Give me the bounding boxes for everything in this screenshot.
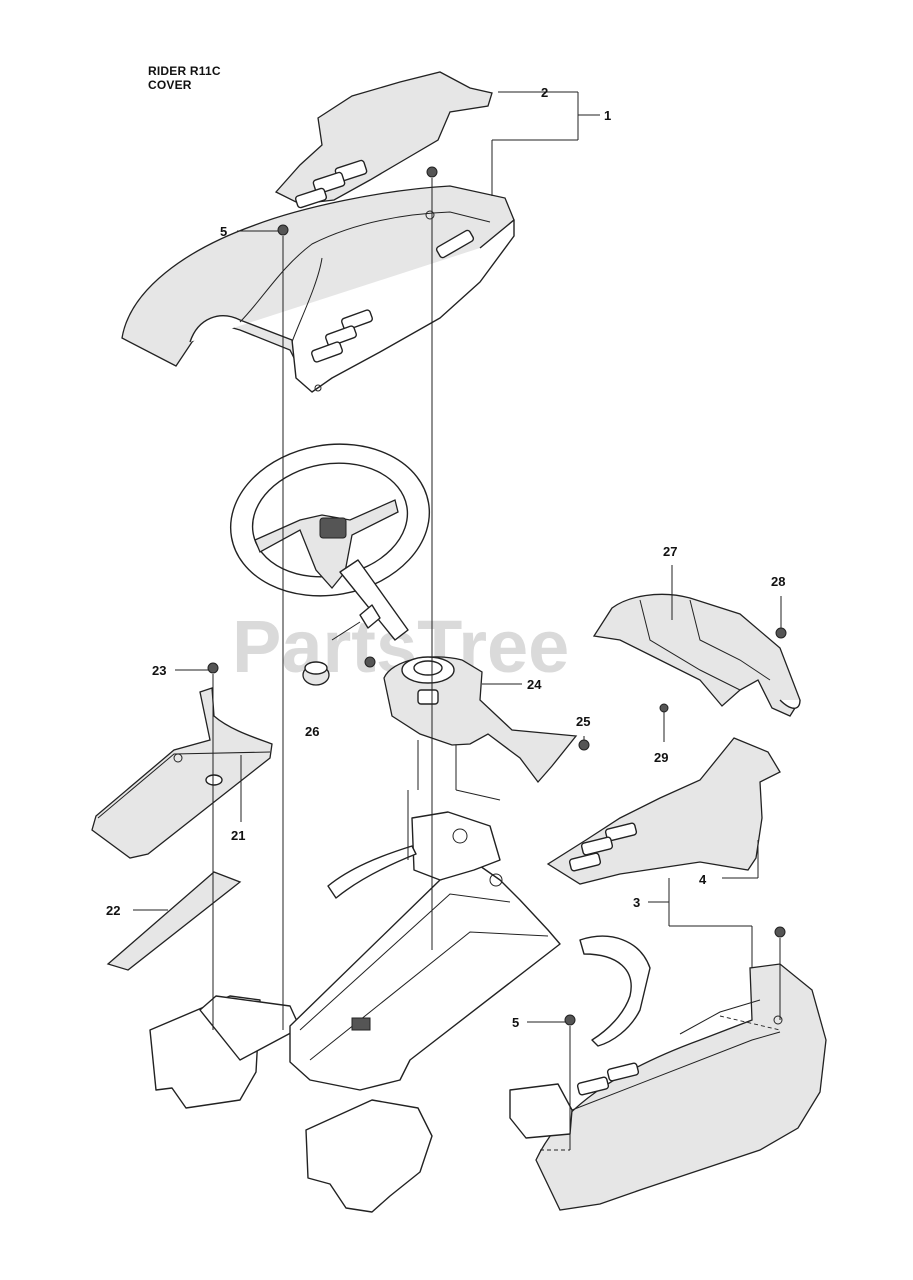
part-1-upper-fender-cover[interactable] (121, 185, 515, 393)
callout-labels: 2 1 5 27 28 23 24 26 25 29 21 4 3 22 5 (106, 85, 785, 1030)
chassis-frame (149, 811, 651, 1213)
callout-4: 4 (699, 872, 707, 887)
callout-22: 22 (106, 903, 120, 918)
part-28-screw[interactable] (775, 627, 787, 639)
callout-5-bottom: 5 (512, 1015, 519, 1030)
part-26-knob[interactable] (302, 661, 330, 686)
callout-23: 23 (152, 663, 166, 678)
callout-3: 3 (633, 895, 640, 910)
part-2-upper-mat[interactable] (274, 71, 493, 209)
part-4-rear-mat[interactable] (546, 737, 781, 885)
callout-5-top: 5 (220, 224, 227, 239)
callout-21: 21 (231, 828, 245, 843)
callout-29: 29 (654, 750, 668, 765)
steering-shaft-hardware (331, 604, 381, 668)
part-27-rear-cover[interactable] (592, 593, 801, 717)
diagram-title-line1: RIDER R11C (148, 64, 221, 78)
callout-26: 26 (305, 724, 319, 739)
part-29-washer[interactable] (659, 703, 669, 713)
leader-lines (133, 91, 782, 1151)
callout-28: 28 (771, 574, 785, 589)
part-25-screw[interactable] (578, 739, 590, 751)
callout-2: 2 (541, 85, 548, 100)
callout-24: 24 (527, 677, 542, 692)
steering-wheel[interactable] (218, 429, 441, 641)
callout-25: 25 (576, 714, 590, 729)
part-22-pad[interactable] (106, 871, 242, 971)
part-5-screw-bottom[interactable] (564, 926, 786, 1026)
callout-1: 1 (604, 108, 611, 123)
part-21-side-panel[interactable] (91, 687, 273, 859)
part-23-screw[interactable] (207, 662, 219, 674)
part-5-screw-top[interactable] (277, 166, 438, 236)
part-3-rear-fender[interactable] (509, 963, 827, 1211)
diagram-title-line2: COVER (148, 78, 192, 92)
callout-27: 27 (663, 544, 677, 559)
